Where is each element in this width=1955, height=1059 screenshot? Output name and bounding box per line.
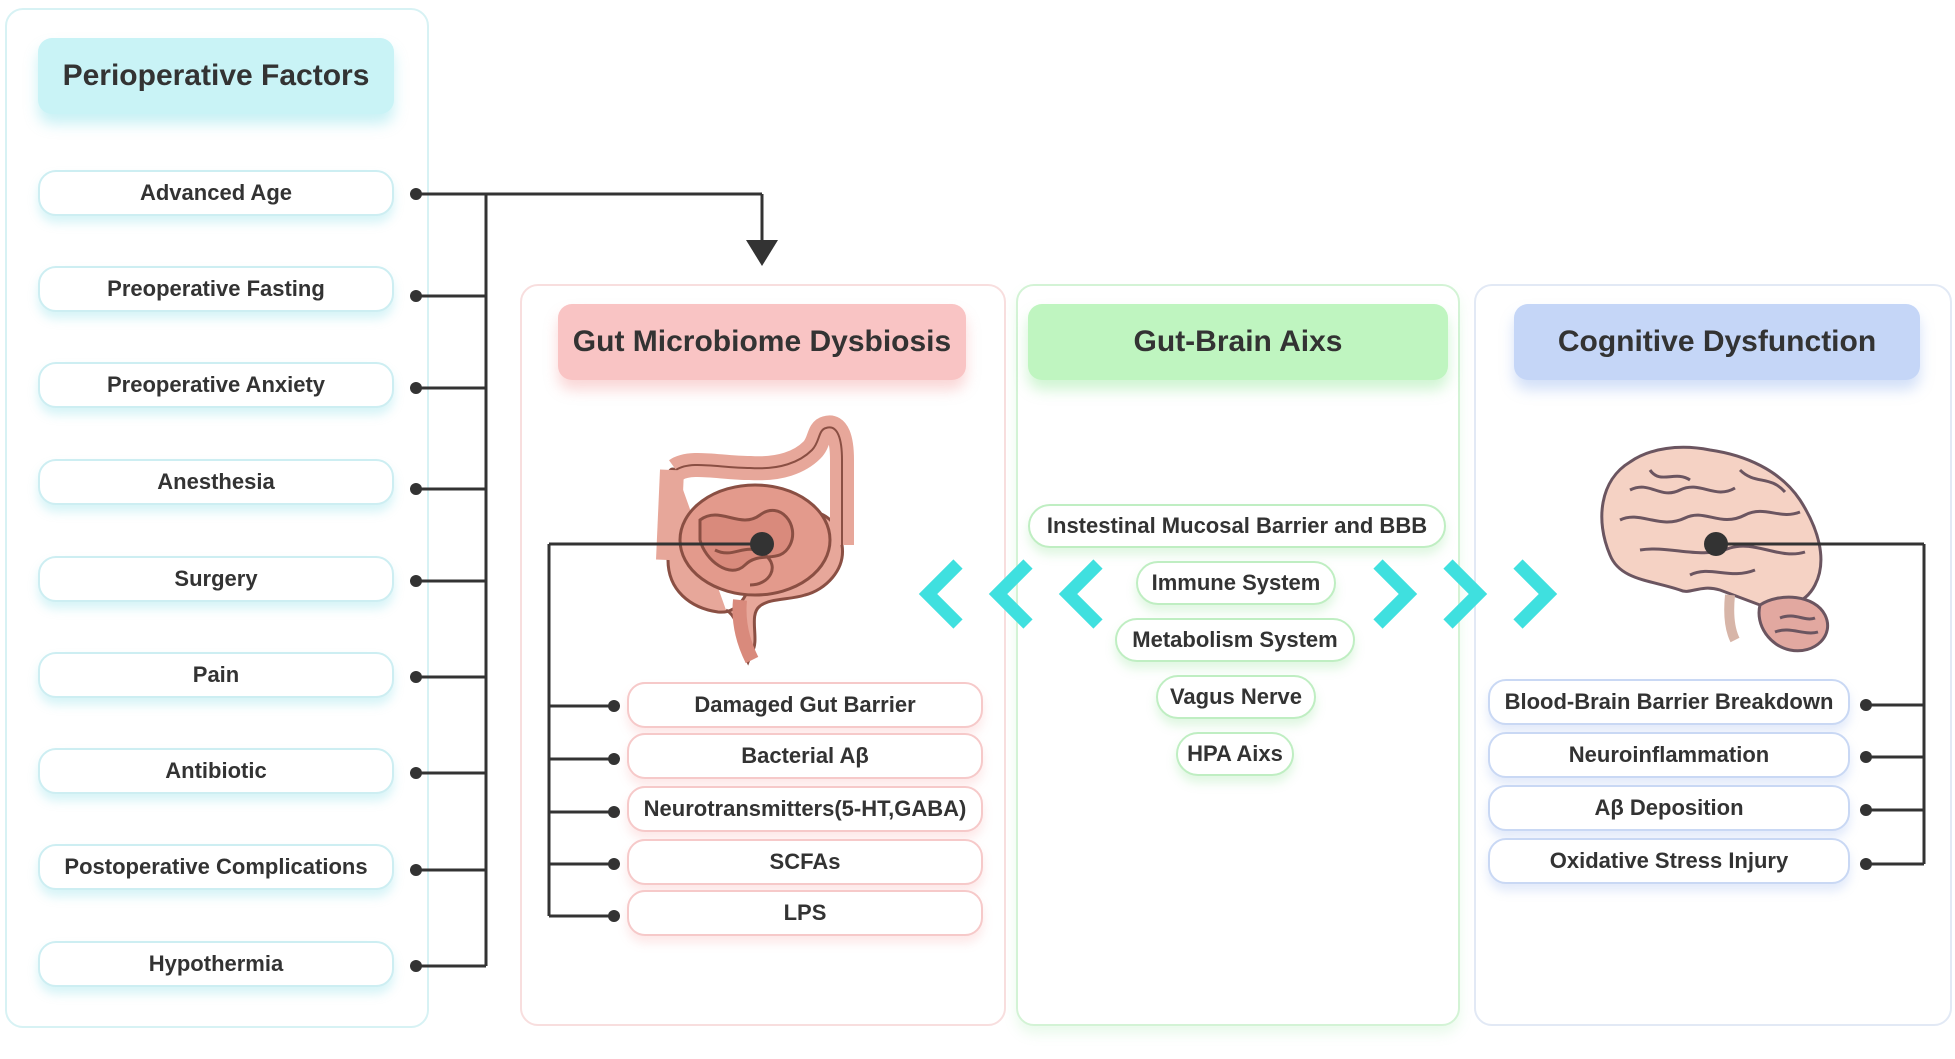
gut-panel bbox=[520, 284, 1006, 1026]
axis-item-immune-system: Immune System bbox=[1136, 561, 1336, 605]
cognitive-panel bbox=[1474, 284, 1952, 1026]
cognitive-item-neuroinflammation: Neuroinflammation bbox=[1488, 732, 1850, 778]
arrowhead-icon bbox=[746, 240, 778, 266]
chevron-left-icon bbox=[918, 559, 963, 629]
chevron-right-icon bbox=[1513, 559, 1558, 629]
axis-item-metabolism-system: Metabolism System bbox=[1115, 618, 1355, 662]
factor-postoperative-complications: Postoperative Complications bbox=[38, 844, 394, 890]
cognitive-header: Cognitive Dysfunction bbox=[1514, 304, 1920, 380]
chevron-right-icon bbox=[1373, 559, 1418, 629]
factors-panel bbox=[5, 8, 429, 1028]
chevron-right-icon bbox=[1443, 559, 1488, 629]
gut-item-bacterial-abeta: Bacterial Aβ bbox=[627, 733, 983, 779]
axis-item-hpa-axis: HPA Aixs bbox=[1176, 732, 1294, 776]
axis-item-mucosal-barrier-bbb: Instestinal Mucosal Barrier and BBB bbox=[1028, 504, 1446, 548]
axis-item-vagus-nerve: Vagus Nerve bbox=[1156, 675, 1316, 719]
gut-header: Gut Microbiome Dysbiosis bbox=[558, 304, 966, 380]
gut-item-scfas: SCFAs bbox=[627, 839, 983, 885]
gut-item-damaged-gut-barrier: Damaged Gut Barrier bbox=[627, 682, 983, 728]
factors-header: Perioperative Factors bbox=[38, 38, 394, 114]
chevron-left-icon bbox=[988, 559, 1033, 629]
axis-header: Gut-Brain Aixs bbox=[1028, 304, 1448, 380]
factor-preoperative-fasting: Preoperative Fasting bbox=[38, 266, 394, 312]
cognitive-item-oxidative-stress: Oxidative Stress Injury bbox=[1488, 838, 1850, 884]
factor-preoperative-anxiety: Preoperative Anxiety bbox=[38, 362, 394, 408]
factor-pain: Pain bbox=[38, 652, 394, 698]
gut-item-neurotransmitters: Neurotransmitters(5-HT,GABA) bbox=[627, 786, 983, 832]
gut-item-lps: LPS bbox=[627, 890, 983, 936]
cognitive-item-bbb-breakdown: Blood-Brain Barrier Breakdown bbox=[1488, 679, 1850, 725]
factor-antibiotic: Antibiotic bbox=[38, 748, 394, 794]
chevron-left-icon bbox=[1058, 559, 1103, 629]
factor-hypothermia: Hypothermia bbox=[38, 941, 394, 987]
factor-advanced-age: Advanced Age bbox=[38, 170, 394, 216]
axis-panel bbox=[1016, 284, 1460, 1026]
cognitive-item-abeta-deposition: Aβ Deposition bbox=[1488, 785, 1850, 831]
factor-surgery: Surgery bbox=[38, 556, 394, 602]
factor-anesthesia: Anesthesia bbox=[38, 459, 394, 505]
